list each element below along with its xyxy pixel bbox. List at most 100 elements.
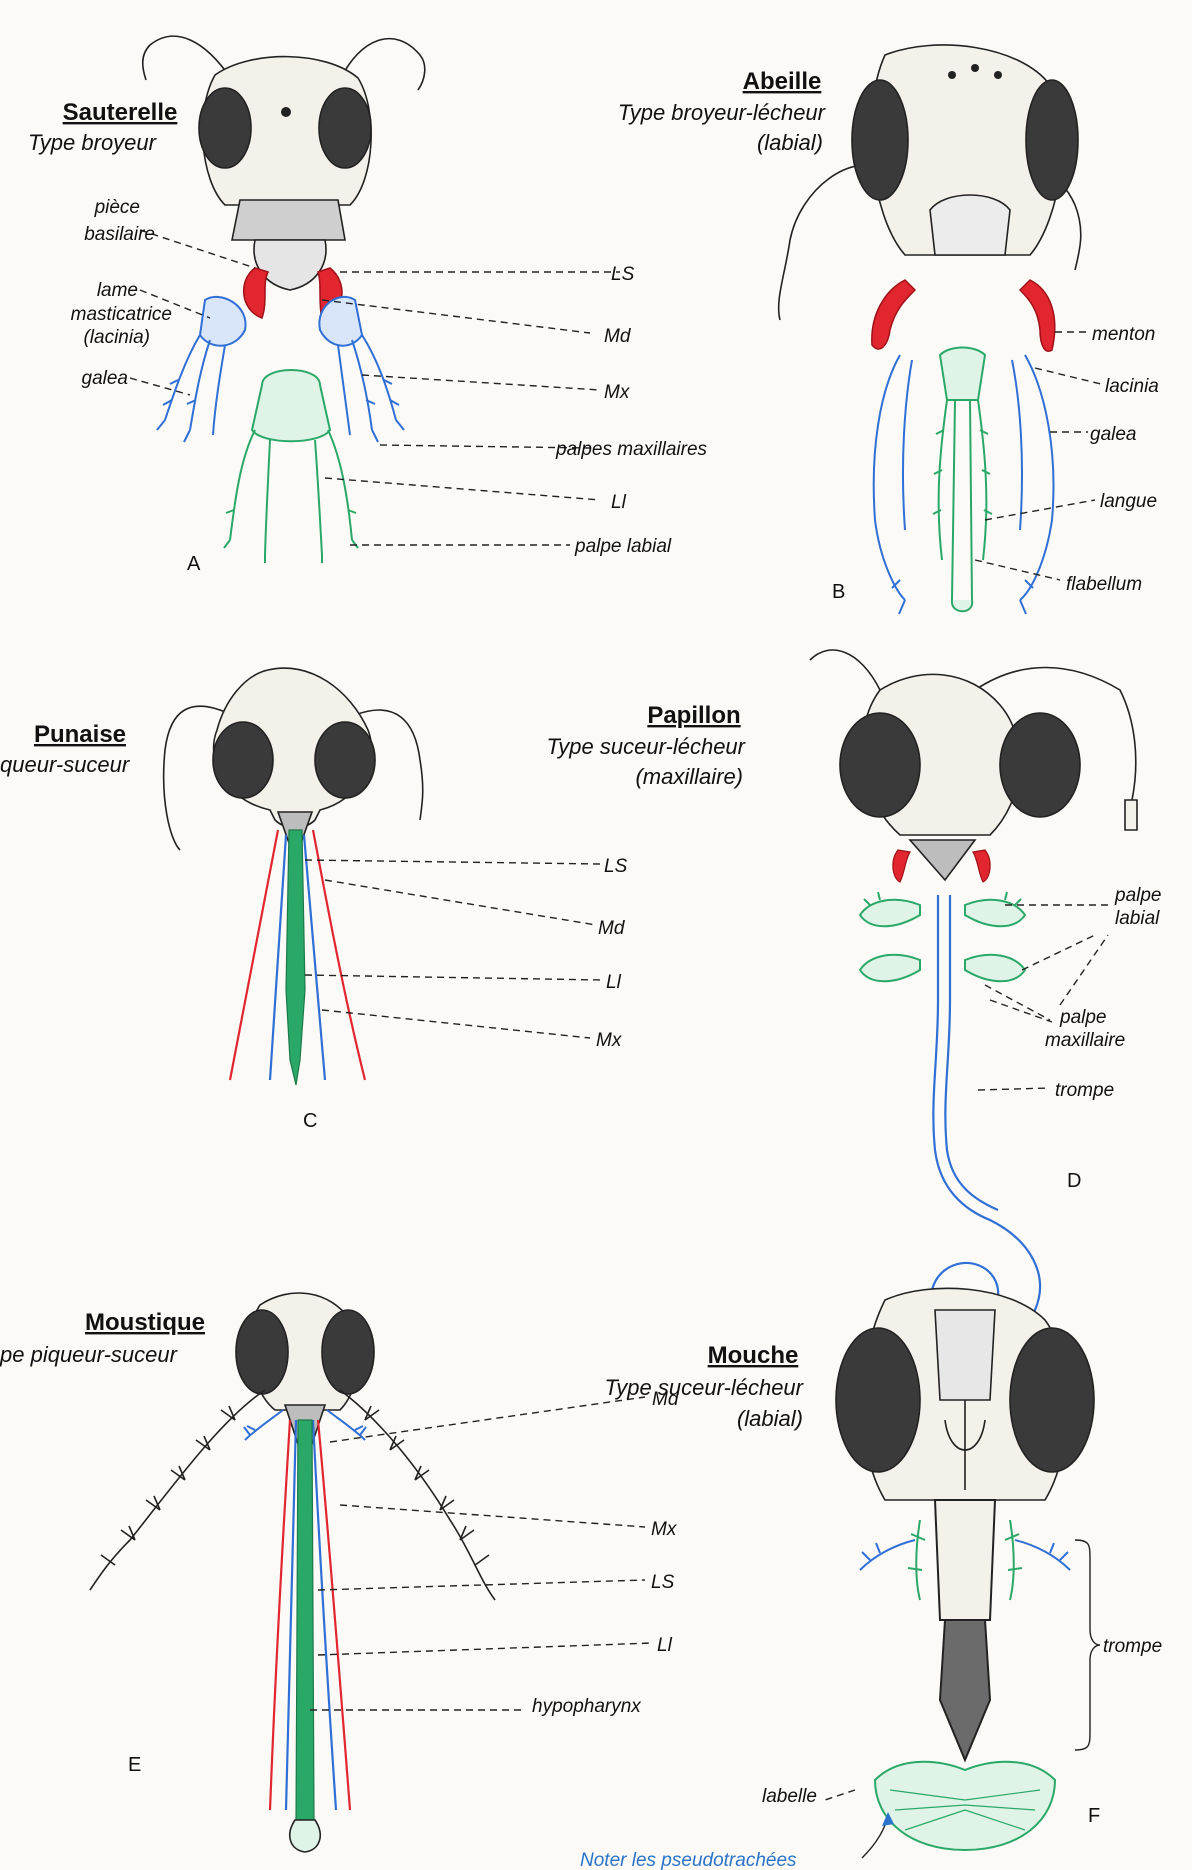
butterfly-head-drawing — [810, 650, 1137, 880]
leader-flabellum — [975, 560, 1060, 580]
grasshopper-eye-left — [199, 88, 251, 168]
grasshopper-labium — [224, 370, 358, 563]
panel-d-butterfly: Papillon Type suceur-lécheur (maxillaire… — [546, 650, 1161, 1349]
bee-maxilla-left — [874, 355, 912, 614]
label-langue: langue — [1100, 491, 1157, 512]
label-e-ls: LS — [651, 1572, 675, 1593]
label-galea-b: galea — [1090, 424, 1137, 445]
label-trompe-f: trompe — [1103, 1636, 1162, 1657]
leader-c-ll — [305, 975, 602, 980]
leader-labelle — [825, 1790, 855, 1800]
bee-clypeus — [930, 195, 1010, 255]
mosquito-subtitle: pe piqueur-suceur — [0, 1342, 179, 1367]
leader-c-md — [325, 880, 596, 925]
leader-c-ls — [305, 860, 600, 864]
leader-palpe-labial-d-2 — [1022, 935, 1095, 970]
leader-e-ll — [318, 1643, 652, 1655]
leader-a-md — [322, 300, 590, 333]
letter-a: A — [187, 553, 201, 575]
butterfly-title: Papillon — [647, 702, 740, 729]
butterfly-mandible-left — [893, 850, 910, 882]
label-labial-d: labial — [1115, 908, 1160, 929]
bee-eye-right — [1026, 80, 1078, 200]
label-a-ls: LS — [611, 264, 635, 285]
letter-f: F — [1088, 1805, 1100, 1827]
fly-proboscis — [908, 1500, 1022, 1760]
panel-a-grasshopper: Sauterelle Type broyeur pièce basilaire … — [28, 36, 707, 575]
butterfly-subtitle-2: (maxillaire) — [635, 764, 743, 789]
label-trompe-d: trompe — [1055, 1080, 1114, 1101]
bee-labium-tongue — [933, 348, 992, 612]
label-a-mx: Mx — [604, 382, 631, 403]
label-galea-a: galea — [82, 368, 129, 389]
grasshopper-eye-right — [319, 88, 371, 168]
label-e-ll: Ll — [657, 1635, 673, 1656]
leader-e-mx — [340, 1505, 645, 1527]
fly-title: Mouche — [708, 1342, 799, 1369]
label-a-md: Md — [604, 326, 632, 347]
label-basilaire: basilaire — [84, 224, 155, 245]
butterfly-eye-right — [1000, 713, 1080, 817]
leader-langue — [985, 500, 1095, 520]
grasshopper-title: Sauterelle — [63, 99, 178, 126]
leader-palpe-max-1 — [985, 985, 1050, 1020]
letter-b: B — [832, 581, 845, 603]
mosquito-labella — [290, 1820, 320, 1852]
label-palpe-labial-a: palpe labial — [574, 536, 672, 557]
fly-eye-left — [836, 1328, 920, 1472]
bee-subtitle-1: Type broyeur-lécheur — [618, 100, 827, 125]
mosquito-eye-left — [236, 1310, 288, 1394]
bee-mandible-left — [872, 280, 915, 349]
fly-trompe-brace — [1075, 1540, 1100, 1750]
fly-subtitle-1: Type suceur-lécheur — [604, 1375, 804, 1400]
leader-palpe-labial-d-3 — [1060, 935, 1108, 1005]
fly-frons — [935, 1310, 995, 1400]
mosquito-maxilla-right — [313, 1420, 336, 1810]
leader-galea-a — [130, 378, 190, 395]
label-maxillaire: maxillaire — [1045, 1030, 1125, 1051]
bug-eye-left — [213, 722, 273, 798]
fly-labellum — [875, 1762, 1055, 1850]
bug-subtitle: queur-suceur — [0, 752, 131, 777]
bug-mandible-stylet-left — [230, 830, 278, 1080]
panel-c-bug: Punaise queur-suceur LS Md Ll Mx C — [0, 668, 628, 1132]
butterfly-mandible-right — [973, 850, 990, 882]
leader-e-ls — [318, 1580, 645, 1590]
label-c-mx: Mx — [596, 1030, 623, 1051]
leader-c-mx — [322, 1010, 590, 1038]
butterfly-eye-left — [840, 713, 920, 817]
bee-mandible-right — [1020, 280, 1055, 351]
label-lacinia-b: lacinia — [1105, 376, 1159, 397]
label-palpe-maxillaire: palpe — [1059, 1007, 1107, 1028]
label-palpe-d: palpe — [1114, 885, 1162, 906]
mosquito-title: Moustique — [85, 1309, 205, 1336]
bug-labium-rostrum — [286, 830, 305, 1085]
panel-b-bee: Abeille Type broyeur-lécheur (labial) me… — [618, 45, 1159, 614]
grasshopper-maxilla-right — [319, 297, 404, 442]
label-palpes-maxillaires: palpes maxillaires — [555, 439, 708, 460]
butterfly-labial-palps — [860, 892, 1025, 981]
label-c-ls: LS — [604, 856, 628, 877]
fly-eye-right — [1010, 1328, 1094, 1472]
grasshopper-mandible-left — [244, 268, 268, 318]
label-lame: lame — [97, 280, 138, 301]
fly-subtitle-2: (labial) — [737, 1406, 803, 1431]
grasshopper-head-drawing — [143, 36, 425, 290]
pseudotrachea-note: Noter les pseudotrachées — [580, 1850, 797, 1870]
butterfly-subtitle-1: Type suceur-lécheur — [546, 734, 746, 759]
mosquito-labium-sheath — [296, 1420, 314, 1820]
bug-maxilla-stylet-left — [270, 835, 286, 1080]
label-labelle: labelle — [762, 1786, 817, 1807]
letter-d: D — [1067, 1170, 1081, 1192]
bee-maxilla-right — [1012, 355, 1053, 614]
bee-title: Abeille — [743, 68, 822, 95]
leader-trompe-d — [978, 1088, 1050, 1090]
leader-palpe-max-2 — [990, 1000, 1052, 1022]
bee-subtitle-2: (labial) — [757, 130, 823, 155]
bug-eye-right — [315, 722, 375, 798]
bee-head-drawing — [779, 45, 1081, 320]
leader-lacinia-b — [1035, 368, 1105, 385]
grasshopper-clypeus — [232, 200, 345, 240]
label-a-ll: Ll — [611, 492, 627, 513]
